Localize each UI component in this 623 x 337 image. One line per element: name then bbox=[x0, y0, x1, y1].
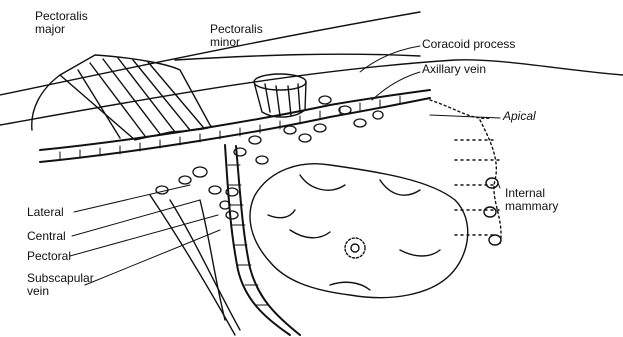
label-apical: Apical bbox=[503, 110, 536, 123]
label-internal-mammary-line2: mammary bbox=[505, 200, 558, 213]
label-lateral: Lateral bbox=[27, 206, 64, 219]
label-subscapular-vein: Subscapular vein bbox=[27, 272, 94, 298]
label-subscapular-vein-line2: vein bbox=[27, 285, 94, 298]
pectoralis-major-muscle bbox=[32, 55, 211, 140]
label-central: Central bbox=[27, 230, 66, 243]
label-pectoralis-minor-line2: minor bbox=[210, 36, 263, 49]
leader-lines bbox=[70, 46, 500, 285]
subscapular-vein-2 bbox=[236, 146, 300, 335]
breast-tissue bbox=[250, 164, 468, 298]
label-pectoralis-major: Pectoralis major bbox=[35, 10, 88, 36]
label-internal-mammary: Internal mammary bbox=[505, 187, 558, 213]
label-pectoralis-major-line2: major bbox=[35, 23, 88, 36]
label-coracoid-process: Coracoid process bbox=[422, 38, 515, 51]
label-axillary-vein: Axillary vein bbox=[422, 63, 486, 76]
label-pectoralis-minor: Pectoralis minor bbox=[210, 23, 263, 49]
subscapular-vein bbox=[225, 145, 290, 335]
axillary-vein bbox=[40, 90, 430, 150]
label-pectoral: Pectoral bbox=[27, 250, 71, 263]
